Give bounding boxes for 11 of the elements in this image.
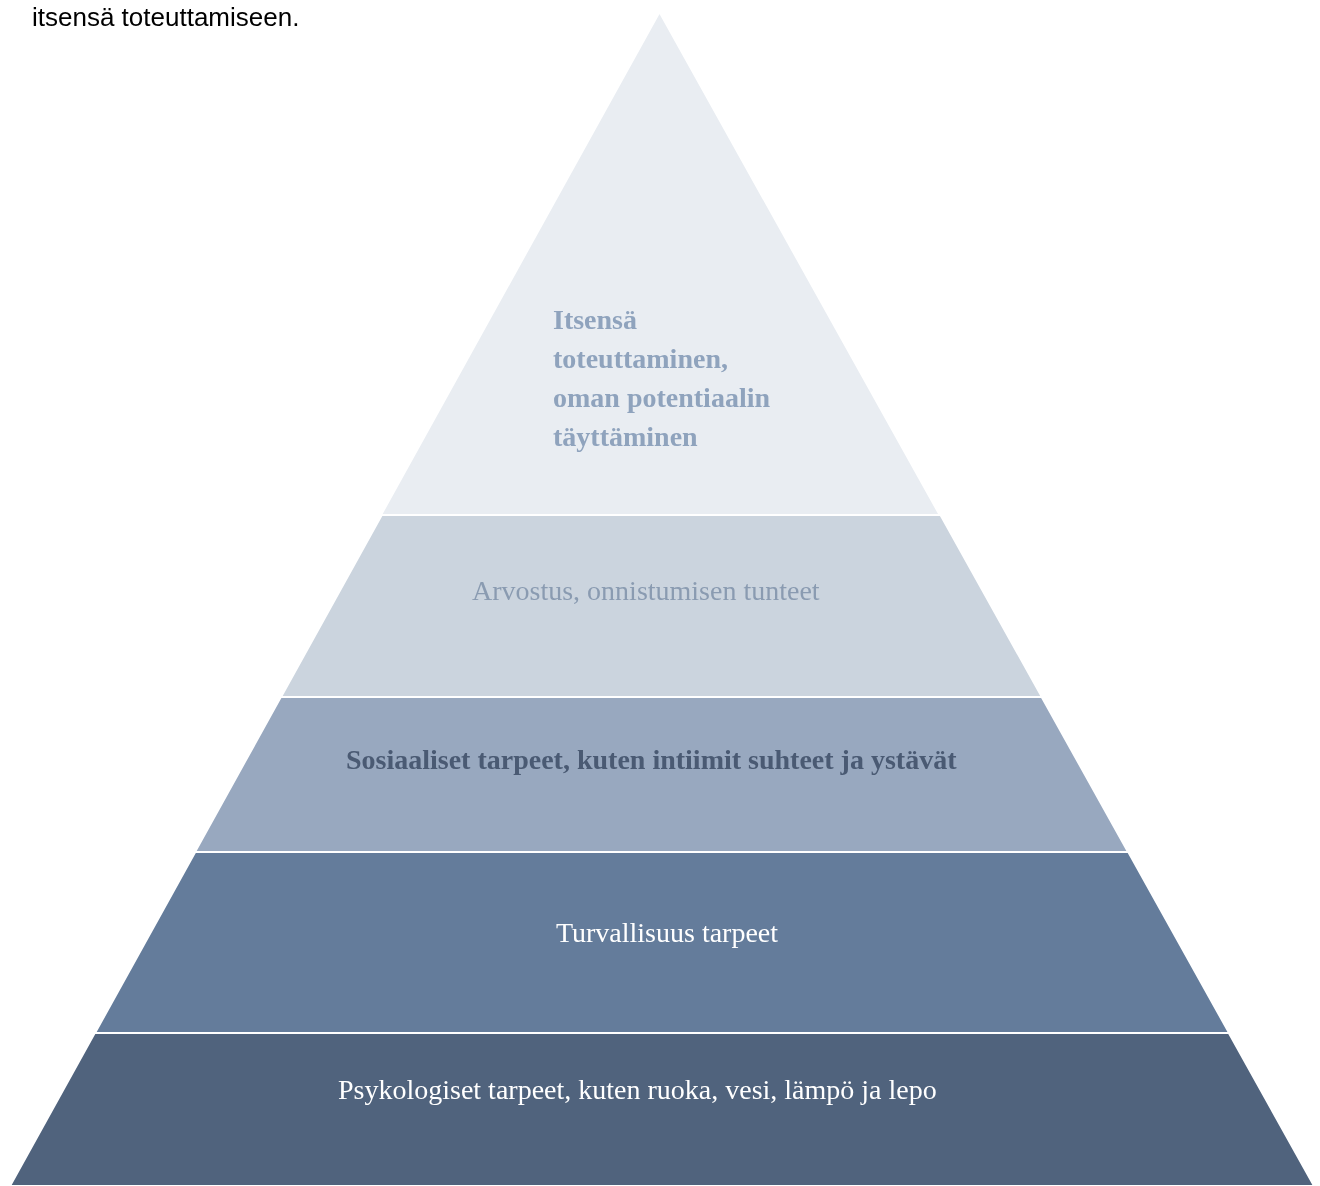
level-text: Turvallisuus tarpeet bbox=[554, 916, 780, 950]
text-fragment: itsensä toteuttamiseen. bbox=[32, 2, 300, 33]
pyramid-level bbox=[194, 697, 1128, 852]
pyramid-level bbox=[280, 515, 1042, 697]
level-text: Arvostus, onnistumisen tunteet bbox=[472, 574, 821, 608]
level-text: Itsensä toteuttaminen, oman potentiaalin täyttäminen bbox=[553, 303, 771, 454]
pyramid-level bbox=[9, 1033, 1315, 1186]
pyramid-level bbox=[94, 852, 1229, 1033]
level-text: Psykologiset tarpeet, kuten ruoka, vesi, lämpö ja lepo bbox=[338, 1073, 938, 1107]
pyramid-level bbox=[381, 12, 941, 515]
level-text: Sosiaaliset tarpeet, kuten intiimit suhteet ja ystävät bbox=[346, 743, 958, 777]
